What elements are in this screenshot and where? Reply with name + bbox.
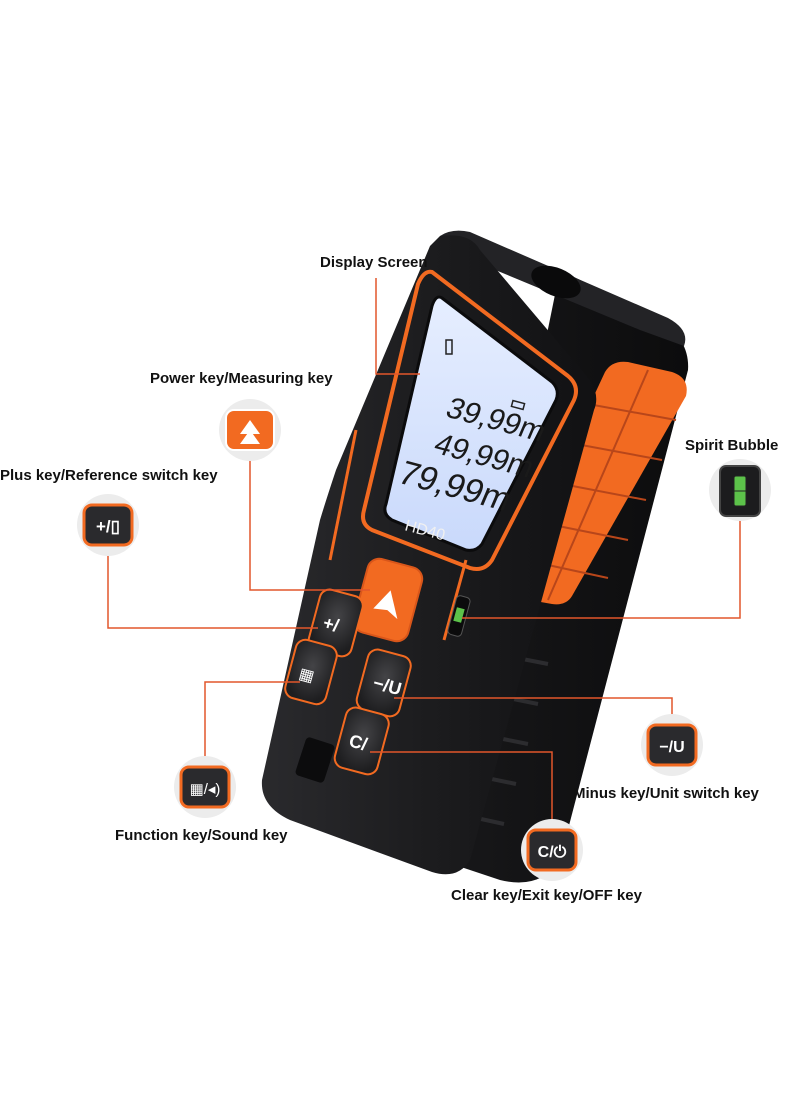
leader-minus <box>394 697 673 718</box>
svg-text:C/⏻: C/⏻ <box>538 844 567 861</box>
spirit-bubble-label: Spirit Bubble <box>685 437 779 454</box>
svg-text:−/U: −/U <box>659 739 684 756</box>
svg-text:+/▯: +/▯ <box>96 517 120 536</box>
power-key-label: Power key/Measuring key <box>150 370 333 387</box>
leader-bubble <box>462 520 741 619</box>
function-key-callout-icon: ▦/◂) <box>174 756 236 818</box>
plus-key-label: Plus key/Reference switch key <box>0 467 218 484</box>
leader-function <box>204 681 300 762</box>
minus-key-callout-icon: −/U <box>641 714 703 776</box>
leader-power <box>249 452 370 591</box>
plus-key-callout-icon: +/▯ <box>77 494 139 556</box>
device-power-key[interactable] <box>351 556 425 644</box>
power-key-callout-icon <box>219 399 281 461</box>
svg-text:+/: +/ <box>321 613 341 636</box>
function-key-label: Function key/Sound key <box>115 827 288 844</box>
spirit-bubble-callout-icon <box>709 459 771 521</box>
lcd-screen: 39,99m 49,99m 79,99m <box>383 295 559 552</box>
device-function-key[interactable]: ▦ <box>283 638 339 707</box>
leader-plus <box>107 548 318 629</box>
clear-key-label: Clear key/Exit key/OFF key <box>451 887 642 904</box>
display-screen-label: Display Screen <box>320 254 428 271</box>
leader-display <box>375 278 420 375</box>
lcd-mode-icon <box>445 339 453 355</box>
leader-lines <box>107 278 741 824</box>
svg-text:▦/◂): ▦/◂) <box>190 781 221 798</box>
device-clear-key[interactable]: C/ <box>332 705 391 776</box>
device-minus-key[interactable]: −/U <box>354 647 413 718</box>
device-keypad: +/ ▦ −/U C/ <box>283 556 471 776</box>
leader-clear <box>370 751 553 824</box>
svg-text:▦: ▦ <box>297 665 316 685</box>
minus-key-label: Minus key/Unit switch key <box>573 785 759 802</box>
clear-key-callout-icon: C/⏻ <box>521 819 583 881</box>
battery-icon <box>510 399 526 411</box>
svg-text:C/: C/ <box>347 731 370 755</box>
